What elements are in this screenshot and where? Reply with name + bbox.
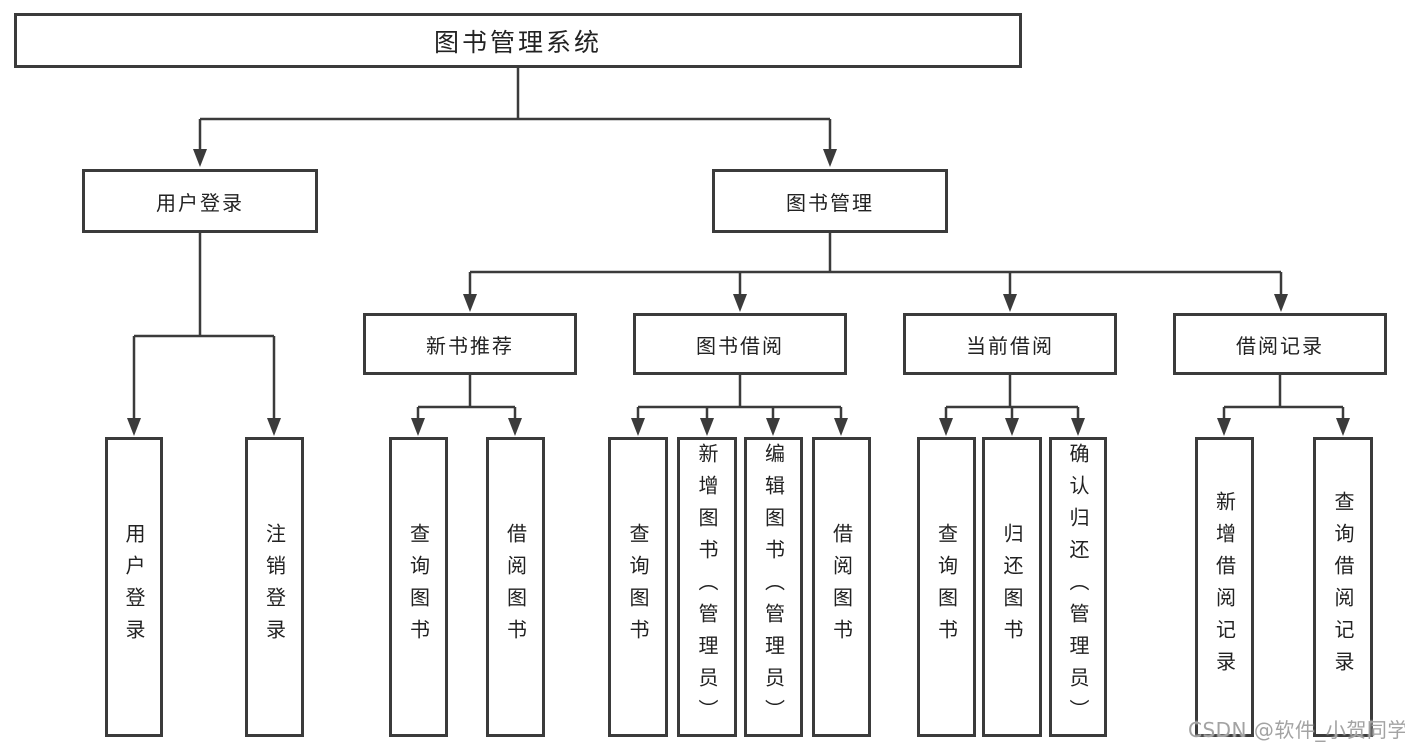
edge-book-borrow-to-leaves bbox=[636, 375, 843, 420]
watermark: CSDN @软件_小贺同学 bbox=[1188, 718, 1405, 742]
arrowhead-icon bbox=[1217, 418, 1231, 436]
node-user-login: 用户登录 bbox=[82, 169, 318, 233]
leaf-query-borrow-record: 查询借阅记录 bbox=[1313, 437, 1373, 737]
node-current-borrow: 当前借阅 bbox=[903, 313, 1117, 375]
edge-current-borrow-to-leaves bbox=[944, 375, 1080, 420]
node-book-management: 图书管理 bbox=[712, 169, 948, 233]
leaf-edit-books-admin: 编辑图书（管理员） bbox=[744, 437, 803, 737]
arrowhead-icon bbox=[766, 418, 780, 436]
arrowhead-icon bbox=[193, 149, 207, 167]
leaf-logout: 注销登录 bbox=[245, 437, 304, 737]
arrowhead-icon bbox=[411, 418, 425, 436]
connector-edges bbox=[132, 68, 1345, 420]
node-new-book-recommend: 新书推荐 bbox=[363, 313, 577, 375]
leaf-add-books-admin: 新增图书（管理员） bbox=[677, 437, 737, 737]
arrowhead-icon bbox=[823, 149, 837, 167]
arrowhead-icon bbox=[508, 418, 522, 436]
arrowhead-icon bbox=[1071, 418, 1085, 436]
arrowhead-icon bbox=[463, 294, 477, 312]
edge-user-login-to-leaves bbox=[132, 233, 276, 420]
arrowhead-icon bbox=[267, 418, 281, 436]
arrowhead-icon bbox=[1274, 294, 1288, 312]
arrowhead-icon bbox=[1336, 418, 1350, 436]
leaf-query-books-borrow: 查询图书 bbox=[608, 437, 668, 737]
arrowhead-icon bbox=[733, 294, 747, 312]
leaf-confirm-return-admin: 确认归还（管理员） bbox=[1049, 437, 1107, 737]
arrowhead-icon bbox=[834, 418, 848, 436]
arrowhead-icon bbox=[127, 418, 141, 436]
arrowheads bbox=[127, 149, 1350, 436]
arrowhead-icon bbox=[631, 418, 645, 436]
arrowhead-icon bbox=[700, 418, 714, 436]
edge-book-mgmt-to-level2 bbox=[468, 233, 1283, 296]
leaf-user-login: 用户登录 bbox=[105, 437, 163, 737]
node-library-management-system: 图书管理系统 bbox=[14, 13, 1022, 68]
arrowhead-icon bbox=[1003, 294, 1017, 312]
leaf-borrow-books-recommend: 借阅图书 bbox=[486, 437, 545, 737]
arrowhead-icon bbox=[939, 418, 953, 436]
node-book-borrow: 图书借阅 bbox=[633, 313, 847, 375]
leaf-return-books: 归还图书 bbox=[982, 437, 1042, 737]
leaf-borrow-books: 借阅图书 bbox=[812, 437, 871, 737]
leaf-query-books-recommend: 查询图书 bbox=[389, 437, 448, 737]
edge-new-book-to-leaves bbox=[416, 375, 517, 420]
edge-root-to-level1 bbox=[198, 68, 832, 151]
leaf-query-books-current: 查询图书 bbox=[917, 437, 976, 737]
edge-borrow-records-to-leaves bbox=[1222, 375, 1345, 420]
node-borrow-records: 借阅记录 bbox=[1173, 313, 1387, 375]
arrowhead-icon bbox=[1005, 418, 1019, 436]
leaf-add-borrow-record: 新增借阅记录 bbox=[1195, 437, 1254, 737]
